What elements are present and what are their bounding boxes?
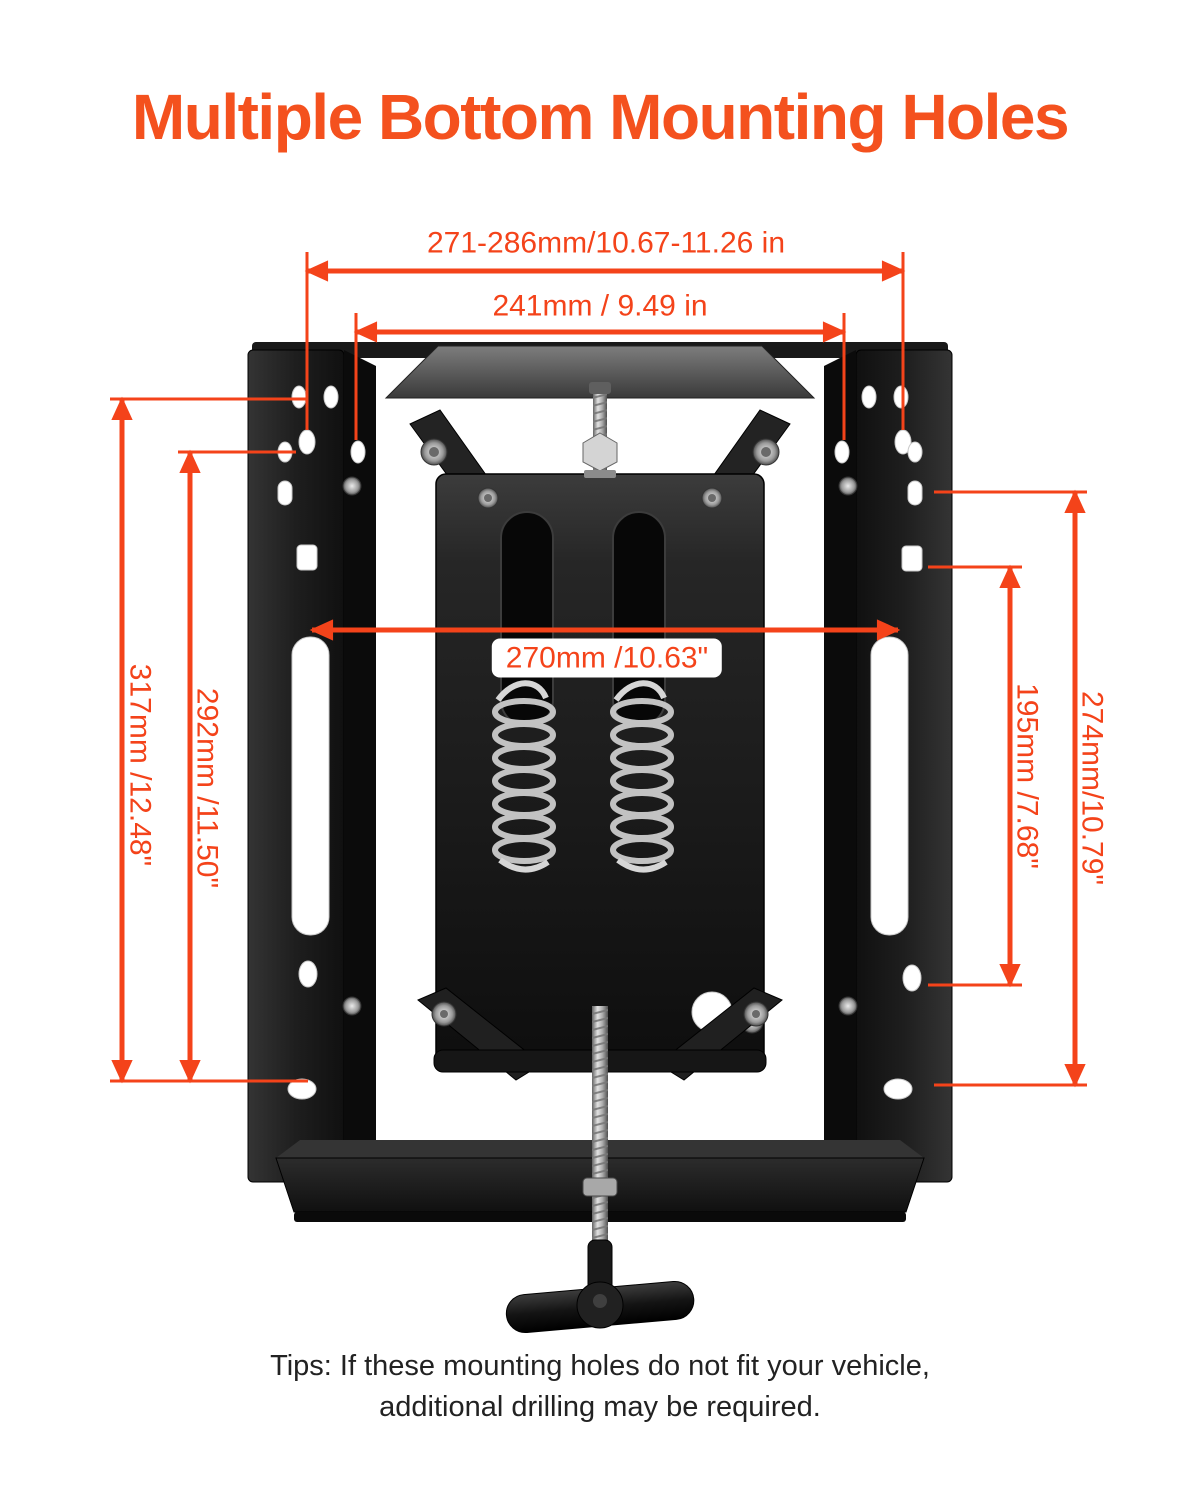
dim-label-top-outer: 271-286mm/10.67-11.26 in [426, 226, 786, 260]
mounting-hole [298, 960, 318, 988]
dimension-annotations [110, 252, 1087, 1088]
mounting-hole [902, 964, 922, 992]
product-illustration [247, 342, 953, 1334]
dim-label-right-inner: 195mm /7.68" [1010, 683, 1044, 869]
mounting-hole [350, 440, 366, 464]
page-title: Multiple Bottom Mounting Holes [131, 81, 1070, 153]
dim-label-right-outer: 274mm/10.79" [1075, 690, 1109, 886]
left-side-plate [247, 349, 376, 1183]
mounting-hole [291, 385, 307, 409]
tips-line-1: Tips: If these mounting holes do not fit… [270, 1350, 930, 1382]
mounting-hole [296, 544, 318, 571]
top-stud-and-nut [582, 382, 618, 478]
tension-springs [492, 680, 674, 873]
right-side-plate [824, 349, 953, 1183]
top-assembly [252, 342, 948, 399]
side-slot-cutout [870, 636, 909, 936]
mounting-hole [883, 1078, 913, 1100]
dim-label-left-outer: 317mm /12.48" [123, 663, 157, 867]
mounting-hole [834, 440, 850, 464]
center-suspension-box [435, 473, 765, 1067]
mounting-hole [901, 545, 923, 572]
mounting-hole [323, 385, 339, 409]
mounting-hole [287, 1078, 317, 1100]
dim-label-middle-width: 270mm /10.63" [491, 638, 723, 678]
side-slot-cutout [291, 636, 330, 936]
pivot-bolts [342, 438, 858, 1016]
lower-linkage [417, 987, 783, 1081]
mounting-hole [893, 385, 909, 409]
dim-label-top-inner: 241mm / 9.49 in [492, 289, 708, 323]
threaded-rod [582, 1006, 618, 1246]
mounting-hole [277, 480, 293, 506]
mounting-hole [907, 480, 923, 506]
mounting-hole [298, 429, 316, 455]
dim-label-left-inner: 292mm /11.50" [190, 687, 224, 889]
tips-text: Tips: If these mounting holes do not fit… [0, 1346, 1200, 1428]
locking-knob [505, 1239, 695, 1334]
mounting-hole [861, 385, 877, 409]
tips-line-2: additional drilling may be required. [379, 1391, 821, 1424]
mounting-hole [907, 441, 923, 463]
